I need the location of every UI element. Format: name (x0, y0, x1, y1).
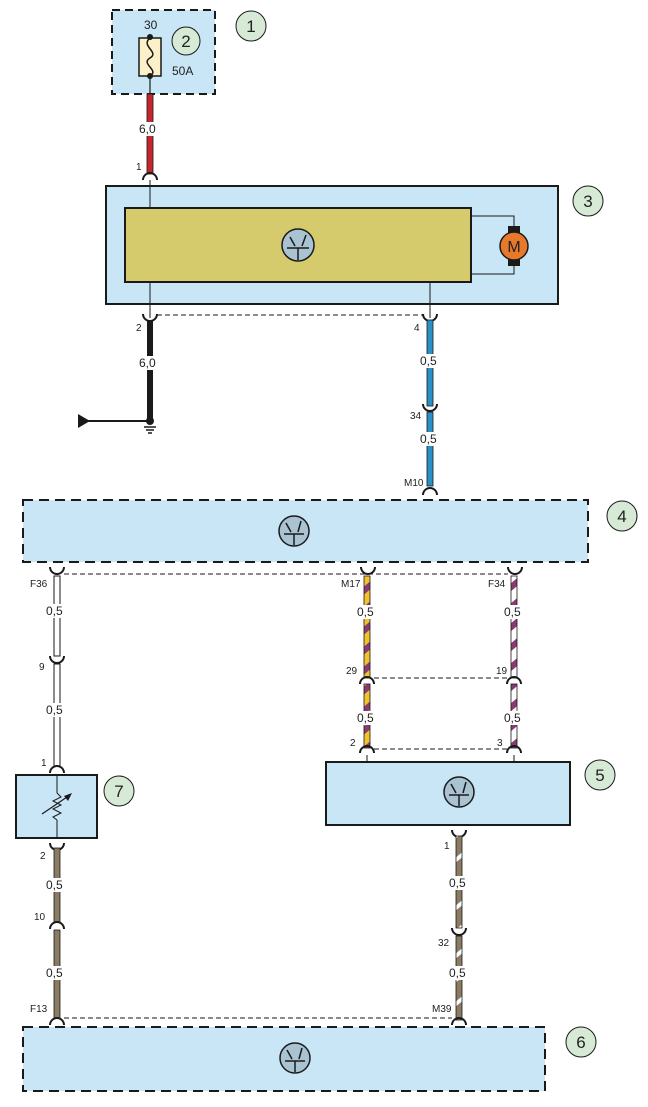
ground-icon (78, 414, 156, 434)
connector-icon (359, 676, 375, 685)
transistor-icon (281, 228, 315, 262)
callout-1: 1 (235, 10, 267, 42)
variable-resistor-icon (41, 776, 72, 838)
motor-label: M (507, 239, 520, 256)
wire-gauge-label: 0,5 (46, 878, 63, 892)
connector-icon (49, 765, 65, 774)
callout-5: 5 (584, 759, 616, 791)
motor-icon: M (471, 215, 529, 275)
connector-icon (49, 566, 65, 575)
svg-text:7: 7 (114, 782, 123, 801)
pin-label: 1 (444, 841, 450, 852)
pin-label: 2 (136, 323, 142, 334)
pin-label: M10 (404, 478, 424, 489)
connector-icon (49, 655, 65, 664)
wire-gauge-label: 0,5 (504, 605, 521, 619)
wire-gauge-label: 0,5 (449, 876, 466, 890)
wire-gauge-label: 0,5 (357, 711, 374, 725)
connector-icon (506, 745, 522, 754)
wire-brown-white[interactable] (455, 835, 463, 1021)
connector-icon (507, 566, 523, 575)
connector-icon (359, 745, 375, 754)
wire-gauge-label: 0,5 (46, 966, 63, 980)
callout-3: 3 (572, 185, 604, 217)
wire-gauge-label: 0,5 (449, 966, 466, 980)
transistor-icon (443, 776, 475, 808)
fuse-rating-label: 50A (172, 64, 193, 78)
connector-icon (451, 927, 467, 936)
connector-icon (506, 676, 522, 685)
blower-control-module[interactable] (105, 185, 559, 305)
callout-7: 7 (103, 775, 135, 807)
pin-label: 3 (497, 738, 503, 749)
wire-gauge-label: 0,5 (46, 604, 63, 618)
wire-gauge-label: 6,0 (139, 122, 156, 136)
connector-icon (451, 1017, 467, 1026)
pin-label: 1 (41, 758, 47, 769)
callout-6: 6 (565, 1026, 597, 1058)
wire-gauge-label: 0,5 (504, 711, 521, 725)
pin-label: F36 (30, 579, 48, 590)
pin-label: 32 (438, 938, 450, 949)
connector-icon (422, 403, 438, 412)
pin-label: 2 (350, 738, 356, 749)
pin-label: 2 (40, 851, 46, 862)
wire-gauge-label: 0,5 (46, 703, 63, 717)
connector-icon (360, 566, 376, 575)
fuse-icon (138, 34, 162, 79)
wire-gauge-label: 0,5 (420, 354, 437, 368)
pin-label: 9 (39, 662, 45, 673)
wire-blue[interactable] (426, 319, 434, 487)
pin-label: 4 (414, 323, 420, 334)
connector-icon (49, 1017, 65, 1026)
pin-label: M17 (341, 579, 361, 590)
svg-text:4: 4 (617, 507, 626, 526)
connector-icon (49, 921, 65, 930)
pin-label: 10 (34, 912, 46, 923)
svg-text:5: 5 (595, 766, 604, 785)
fuse-box-module[interactable] (111, 9, 216, 95)
svg-text:1: 1 (246, 17, 255, 36)
callout-2: 2 (171, 26, 201, 56)
callout-4: 4 (606, 500, 638, 532)
wire-gauge-label: 6,0 (139, 356, 156, 370)
pin-label: 34 (410, 411, 422, 422)
connector-icon (422, 487, 438, 496)
pin-label: 1 (136, 162, 142, 173)
wire-brown[interactable] (53, 847, 61, 1019)
svg-text:3: 3 (583, 192, 592, 211)
connector-icon (142, 172, 158, 181)
pin-label: M39 (432, 1004, 452, 1015)
svg-text:6: 6 (576, 1033, 585, 1052)
pin-label: 29 (346, 666, 358, 677)
fuse-terminal-label: 30 (144, 18, 158, 32)
transistor-icon (278, 515, 310, 547)
pin-label: F34 (488, 579, 506, 590)
svg-text:2: 2 (181, 32, 190, 51)
wire-gauge-label: 0,5 (420, 432, 437, 446)
wire-gauge-label: 0,5 (357, 605, 374, 619)
transistor-icon (279, 1042, 311, 1074)
pin-label: 19 (496, 666, 508, 677)
pin-label: F13 (30, 1004, 48, 1015)
